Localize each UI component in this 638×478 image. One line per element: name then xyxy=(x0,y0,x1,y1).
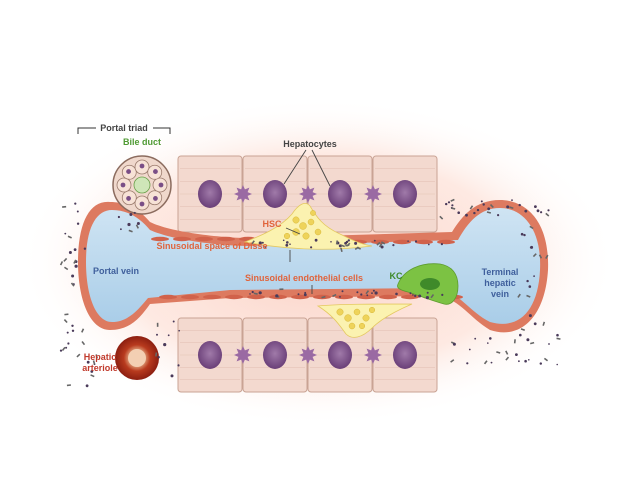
nucleus xyxy=(263,341,287,369)
portal-triad-bracket xyxy=(77,127,171,134)
endothelial-cell xyxy=(181,294,199,300)
bile-canaliculus-icon xyxy=(234,185,252,203)
lipid-droplets xyxy=(283,210,322,240)
label-terminal-hepatic-vein-1: Terminal xyxy=(482,267,519,277)
hepatocyte-row-top xyxy=(177,155,438,233)
hepatic-arteriole xyxy=(115,336,159,380)
lipid-droplet xyxy=(348,322,356,330)
lipid-droplet xyxy=(344,314,352,322)
label-kc: KC xyxy=(390,271,403,281)
bile-duct-lumen xyxy=(133,176,151,194)
nucleus xyxy=(393,180,417,208)
nucleus xyxy=(328,341,352,369)
nucleus xyxy=(393,341,417,369)
leader-lines xyxy=(283,149,331,294)
lipid-droplets xyxy=(336,306,376,330)
endothelial-cell xyxy=(291,294,309,300)
hsc-bottom xyxy=(316,303,413,338)
endothelial-cell xyxy=(159,294,177,300)
label-bile-duct: Bile duct xyxy=(123,137,161,147)
nucleus xyxy=(198,180,222,208)
endothelial-cell xyxy=(335,294,353,300)
hepatocyte xyxy=(242,317,308,393)
endothelial-cell xyxy=(437,239,455,245)
endothelial-cell xyxy=(247,294,265,300)
endothelial-cell xyxy=(225,294,243,300)
lipid-droplet xyxy=(292,216,300,224)
hepatocyte xyxy=(372,155,438,233)
endothelial-cell xyxy=(195,236,213,242)
nucleus xyxy=(328,180,352,208)
label-space-of-disse: Sinusoidal space of Disse xyxy=(156,241,267,251)
particles xyxy=(59,198,561,388)
hepatocyte xyxy=(242,155,308,233)
nucleus xyxy=(263,180,287,208)
lipid-droplet xyxy=(358,322,366,330)
endothelial-cell xyxy=(173,236,191,242)
endothelial-cell xyxy=(393,239,411,245)
sinusoid-lumen xyxy=(86,208,541,324)
bile-canaliculus-icon xyxy=(364,346,382,364)
hsc-top xyxy=(243,203,373,250)
lipid-droplet xyxy=(336,308,344,316)
label-hepatic-arteriole-1: Hepatic xyxy=(84,352,117,362)
endothelial-cell xyxy=(415,239,433,245)
lipid-droplet xyxy=(368,306,376,314)
lipid-droplet xyxy=(299,222,307,230)
label-terminal-hepatic-vein-2: hepatic xyxy=(484,278,516,288)
lipid-droplet xyxy=(302,232,310,240)
bile-canaliculus-icon xyxy=(364,185,382,203)
label-portal-triad: Portal triad xyxy=(100,123,148,133)
hepatocyte xyxy=(177,155,243,233)
bile-duct xyxy=(112,155,172,215)
lipid-droplet xyxy=(362,314,370,322)
endothelial-cell xyxy=(357,294,375,300)
bile-canaliculus-icon xyxy=(299,185,317,203)
hepatocyte xyxy=(177,317,243,393)
label-sinusoidal-endothelial-cells: Sinusoidal endothelial cells xyxy=(245,273,363,283)
label-terminal-hepatic-vein-3: vein xyxy=(491,289,509,299)
endothelial-cell xyxy=(203,294,221,300)
lipid-droplet xyxy=(314,228,322,236)
bile-canaliculus-icon xyxy=(234,346,252,364)
bile-canaliculus-icon xyxy=(299,346,317,364)
hepatocyte xyxy=(372,317,438,393)
nucleus xyxy=(198,341,222,369)
lipid-droplet xyxy=(307,218,315,226)
endothelial-cell xyxy=(217,236,235,242)
label-hepatocytes: Hepatocytes xyxy=(283,139,337,149)
endothelial-cell xyxy=(371,239,389,245)
label-portal-vein: Portal vein xyxy=(93,266,139,276)
hepatocyte-row-bottom xyxy=(177,317,438,393)
label-hsc: HSC xyxy=(262,219,282,229)
lipid-droplet xyxy=(310,210,316,216)
label-hepatic-arteriole-2: arteriole xyxy=(82,363,118,373)
lipid-droplet xyxy=(353,308,361,316)
lipid-droplet xyxy=(283,232,291,240)
endothelial-cell xyxy=(151,236,169,242)
endothelial-cell xyxy=(379,294,397,300)
